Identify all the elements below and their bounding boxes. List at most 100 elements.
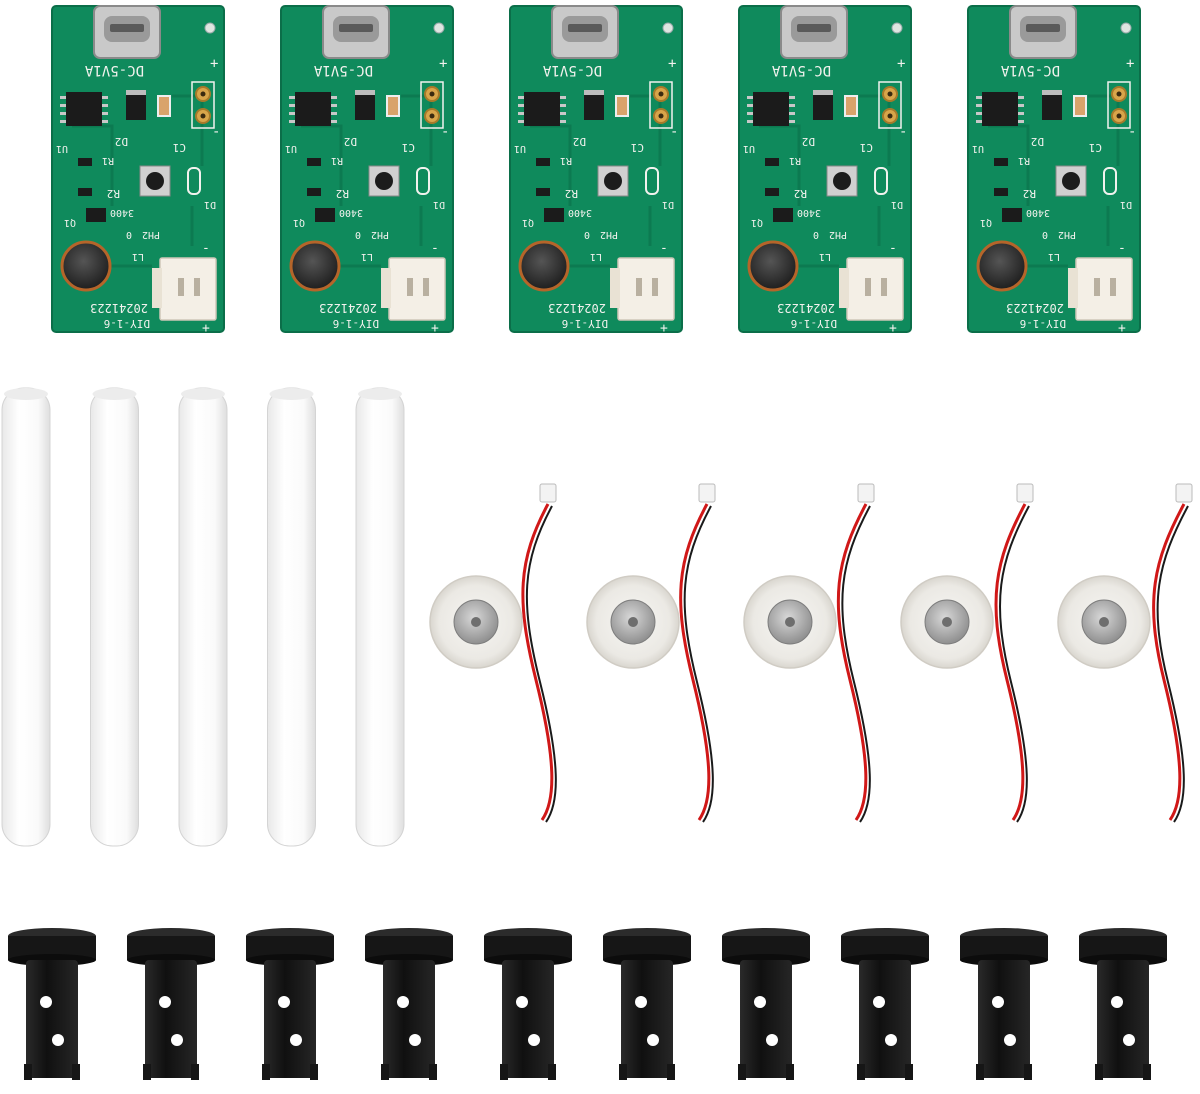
wire-black	[525, 505, 557, 823]
sponge-body	[178, 387, 228, 847]
usb-c-tongue	[339, 24, 373, 32]
silk-3400: 3400	[110, 207, 134, 218]
diode-band	[126, 90, 146, 95]
ic-pin	[560, 96, 566, 99]
silk-d2: D2	[802, 135, 815, 148]
holder-clip	[1095, 1064, 1103, 1080]
sponge-stick	[178, 387, 228, 847]
capacitor-c1	[615, 95, 629, 117]
silk-3400: 3400	[339, 207, 363, 218]
silk-r1: R1	[331, 155, 343, 166]
holder-hole	[159, 996, 171, 1008]
holder-clip	[262, 1064, 270, 1080]
silk-model: DIY-1-6	[791, 317, 837, 330]
holder-hole	[290, 1034, 302, 1046]
ic-pin	[1018, 104, 1024, 107]
jst-pin	[881, 278, 887, 296]
silk-l1: L1	[819, 251, 831, 262]
led-d1	[187, 167, 201, 195]
silk-dc: DC-5V1A	[1000, 62, 1060, 78]
ic-chip	[295, 92, 331, 126]
wire-red	[521, 503, 554, 821]
jst-connector	[1075, 257, 1133, 321]
wire-plug	[1016, 483, 1034, 503]
wire-plug	[698, 483, 716, 503]
silk-r2: R2	[794, 187, 807, 200]
ic-pin	[60, 104, 66, 107]
holder-clip	[310, 1064, 318, 1080]
silk-d1: D1	[1120, 199, 1132, 210]
jst-pin	[407, 278, 413, 296]
ic-pin	[747, 112, 753, 115]
diode-d2	[355, 90, 375, 120]
silk-plus: +	[1126, 56, 1134, 72]
pad-hole	[200, 91, 206, 97]
ic-pin	[289, 104, 295, 107]
jst-connector	[388, 257, 446, 321]
silk-ph2: PH2	[600, 229, 618, 240]
holder-clip	[381, 1064, 389, 1080]
holder-hole	[635, 996, 647, 1008]
diode-d2	[813, 90, 833, 120]
jst-pin	[865, 278, 871, 296]
silk-minus: -	[441, 124, 449, 140]
resistor	[78, 158, 92, 166]
jst-pin	[194, 278, 200, 296]
wire-plug	[857, 483, 875, 503]
silk-3400: 3400	[1026, 207, 1050, 218]
sponge-stick	[1, 387, 51, 847]
capacitor-c1	[157, 95, 171, 117]
diode-d2	[1042, 90, 1062, 120]
sponge-stick	[355, 387, 405, 847]
silk-3400: 3400	[568, 207, 592, 218]
wire-red	[679, 503, 711, 821]
silk-q1: Q1	[751, 217, 763, 228]
usb-c-tongue	[797, 24, 831, 32]
diode-d2	[126, 90, 146, 120]
jst-connector	[617, 257, 675, 321]
holder-hole	[873, 996, 885, 1008]
silk-dc: DC-5V1A	[542, 62, 602, 78]
silk-r2: R2	[107, 187, 120, 200]
jst-connector	[159, 257, 217, 321]
led-d1	[1103, 167, 1117, 195]
silk-date: 20241223	[548, 301, 606, 315]
inductor-l1	[289, 240, 341, 292]
holder-hole	[1111, 996, 1123, 1008]
pad-hole	[658, 113, 664, 119]
silk-minus: -	[670, 124, 678, 140]
pcb-board: DC-5V1AC1D2R1U1R23400Q1PH20D1L120241223D…	[738, 5, 912, 336]
power-pad-frame	[1107, 81, 1131, 129]
ic-pin	[289, 96, 295, 99]
jst-pin	[636, 278, 642, 296]
silk-u1: U1	[514, 143, 526, 154]
silk-ph2: PH2	[829, 229, 847, 240]
silk-l1: L1	[1048, 251, 1060, 262]
silk-r1: R1	[789, 155, 801, 166]
ic-pin	[289, 112, 295, 115]
holder-hole	[409, 1034, 421, 1046]
sponge-body	[355, 387, 405, 847]
wire-black	[841, 505, 871, 823]
ic-pin	[560, 112, 566, 115]
silk-q1: Q1	[980, 217, 992, 228]
resistor	[536, 158, 550, 166]
resistor	[994, 158, 1008, 166]
sponge-stick	[267, 387, 316, 847]
pcb-board: DC-5V1AC1D2R1U1R23400Q1PH20D1L120241223D…	[280, 5, 454, 336]
silk-model: DIY-1-6	[104, 317, 150, 330]
inductor-l1	[518, 240, 570, 292]
usb-c-tongue	[110, 24, 144, 32]
wire-red	[1152, 503, 1186, 821]
ic-pin	[289, 120, 295, 123]
wire-black	[1156, 505, 1189, 823]
holder-clip	[905, 1064, 913, 1080]
ic-pin	[560, 104, 566, 107]
holder-hole	[992, 996, 1004, 1008]
ic-pin	[789, 120, 795, 123]
ic-pin	[560, 120, 566, 123]
silk-plus-connector: +	[660, 321, 668, 336]
ic-pin	[976, 96, 982, 99]
silk-c1: C1	[631, 141, 644, 154]
